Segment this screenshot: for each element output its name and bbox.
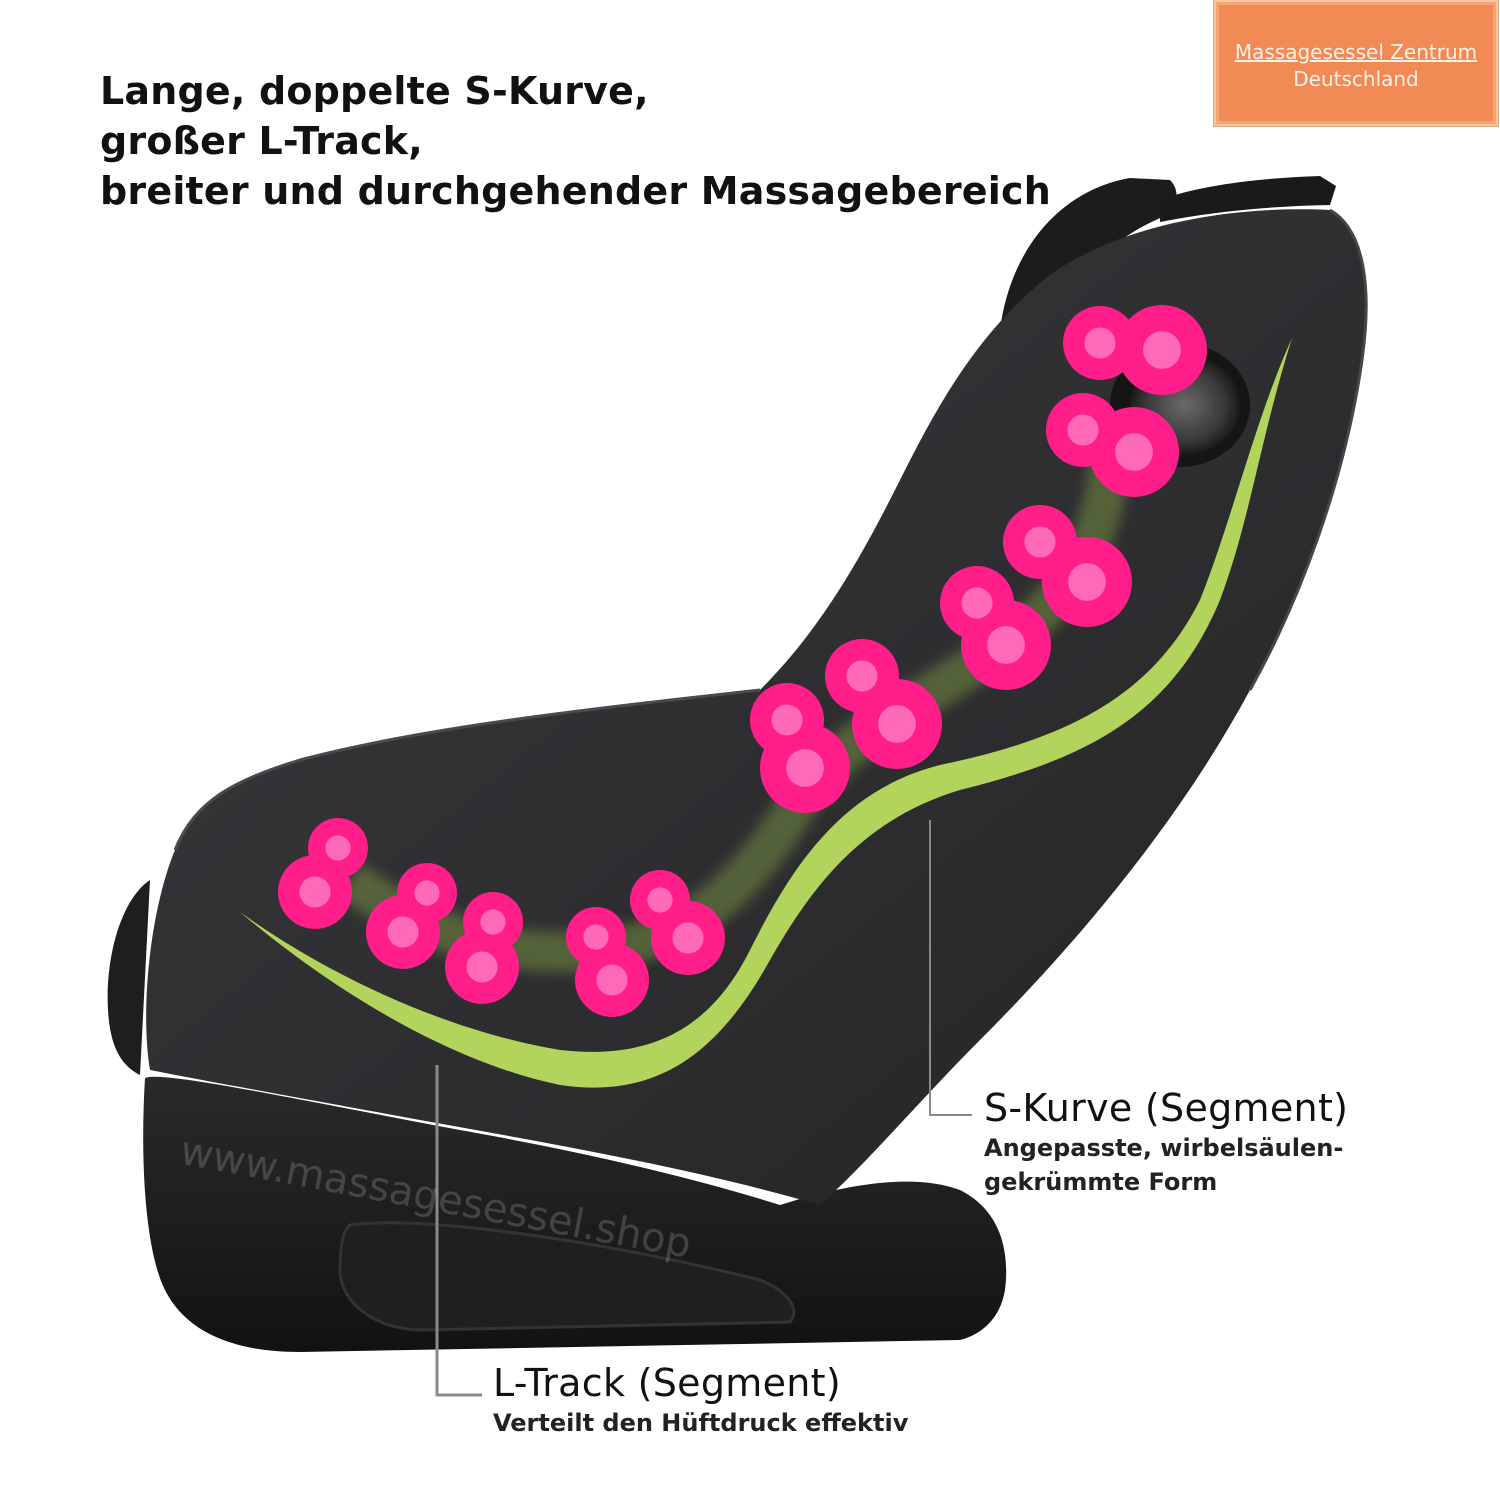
roller-inner xyxy=(786,749,824,787)
massage-roller-icon xyxy=(445,892,523,1004)
roller-inner xyxy=(771,704,803,736)
s-curve-desc-line-1: Angepasste, wirbelsäulen- xyxy=(984,1134,1344,1162)
brand-name-link[interactable]: Massagesessel Zentrum xyxy=(1234,40,1478,64)
headline: Lange, doppelte S-Kurve, großer L-Track,… xyxy=(100,66,1051,216)
roller-inner xyxy=(647,887,673,913)
massage-roller-icon xyxy=(1063,305,1207,395)
seat-edge-highlight xyxy=(173,688,761,851)
roller-inner xyxy=(299,876,331,908)
roller-inner xyxy=(961,587,993,619)
roller-inner xyxy=(596,964,628,996)
roller-inner xyxy=(414,880,440,906)
massage-roller-icon xyxy=(750,683,850,813)
roller-inner xyxy=(1067,414,1099,446)
side-bolster xyxy=(107,880,150,1075)
s-curve-desc-line-2: gekrümmte Form xyxy=(984,1168,1218,1196)
roller-inner xyxy=(1068,563,1106,601)
massage-roller-icon xyxy=(940,566,1051,690)
roller-inner xyxy=(325,835,351,861)
roller-inner xyxy=(480,909,506,935)
massage-roller-icon xyxy=(566,907,649,1017)
roller-inner xyxy=(583,924,609,950)
headline-line-3: breiter und durchgehender Massagebereich xyxy=(100,169,1051,213)
roller-inner xyxy=(672,922,704,954)
massage-roller-icon xyxy=(1046,393,1179,497)
roller-inner xyxy=(1115,433,1153,471)
l-track-description: Verteilt den Hüftdruck effektiv xyxy=(493,1409,909,1437)
headline-line-2: großer L-Track, xyxy=(100,119,423,163)
brand-badge[interactable]: Massagesessel Zentrum Deutschland xyxy=(1213,0,1499,127)
s-curve-title: S-Kurve (Segment) xyxy=(984,1086,1349,1130)
roller-inner xyxy=(1143,331,1181,369)
roller-inner xyxy=(1024,526,1056,558)
brand-country: Deutschland xyxy=(1293,67,1419,91)
base-panel xyxy=(338,1221,796,1332)
roller-inner xyxy=(878,705,916,743)
massage-roller-icon xyxy=(825,639,942,769)
roller-inner xyxy=(1084,327,1116,359)
massage-roller-icon xyxy=(1003,505,1132,627)
roller-inner xyxy=(846,660,878,692)
s-curve-description: Angepasste, wirbelsäulen- gekrümmte Form xyxy=(984,1131,1343,1199)
massage-rollers xyxy=(278,305,1207,1017)
l-track-title: L-Track (Segment) xyxy=(493,1361,841,1405)
roller-inner xyxy=(466,951,498,983)
back-edge-highlight xyxy=(1248,208,1368,691)
massage-roller-icon xyxy=(630,870,725,975)
roller-inner xyxy=(987,626,1025,664)
s-curve-leader-line xyxy=(929,820,972,1116)
chair-top-cap xyxy=(1160,176,1336,222)
track-curve-line xyxy=(240,338,1292,1088)
massage-roller-icon xyxy=(278,818,368,929)
roller-inner xyxy=(387,916,419,948)
l-track-leader-line xyxy=(435,1065,482,1397)
headline-line-1: Lange, doppelte S-Kurve, xyxy=(100,69,649,113)
massage-roller-icon xyxy=(366,863,457,969)
